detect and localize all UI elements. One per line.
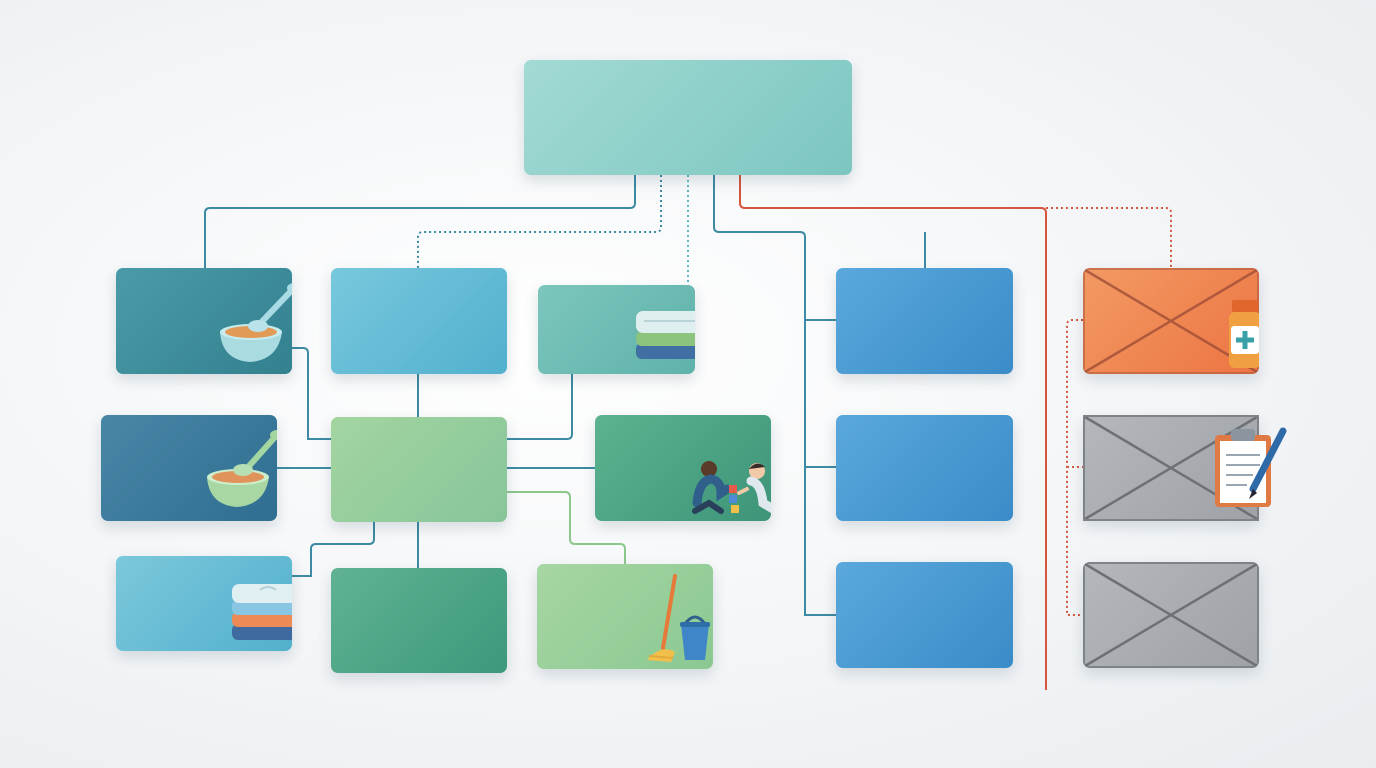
blue-node-1[interactable] (836, 268, 1013, 374)
medication-node[interactable] (1083, 268, 1259, 374)
soup-bowl-icon (220, 283, 292, 362)
link-trunk-medication (1046, 207, 1172, 268)
children-playing-icon (692, 461, 771, 514)
link-laundry-1-hub (507, 374, 573, 440)
laundry-node-1[interactable] (538, 285, 695, 374)
cleaning-node[interactable] (537, 564, 713, 669)
link-root-red-trunk (739, 175, 1047, 690)
grey-placeholder-node[interactable] (1083, 562, 1259, 668)
paperwork-node[interactable] (1083, 415, 1287, 521)
blue-node-3[interactable] (836, 562, 1013, 668)
placeholder-cross (1083, 562, 1259, 668)
task-node-blue-light[interactable] (331, 268, 507, 374)
blue-node-2[interactable] (836, 415, 1013, 521)
clipboard-pen-icon (1215, 427, 1287, 507)
link-root-task-blue-light (417, 175, 662, 268)
hub-node-green[interactable] (331, 417, 507, 522)
laundry-node-2[interactable] (116, 556, 292, 651)
link-root-meal-prep-1 (204, 175, 636, 268)
meal-prep-node-2[interactable] (101, 415, 277, 521)
folded-towels-icon (636, 311, 695, 359)
link-meal-prep-1-hub (292, 347, 331, 440)
link-hub-laundry-2 (292, 522, 375, 577)
link-hub-cleaning (507, 491, 626, 564)
root-node[interactable] (524, 60, 852, 175)
link-side-bracket (1066, 319, 1083, 616)
link-root-blue-column (713, 175, 836, 616)
mop-bucket-icon (647, 574, 710, 662)
folded-towels-icon (232, 584, 292, 640)
placeholder-cross (1083, 415, 1259, 521)
task-node-green-dark[interactable] (331, 568, 507, 673)
childcare-node[interactable] (595, 415, 771, 521)
soup-bowl-icon (207, 430, 277, 507)
medicine-bottle-icon (1229, 300, 1259, 368)
meal-prep-node-1[interactable] (116, 268, 292, 374)
